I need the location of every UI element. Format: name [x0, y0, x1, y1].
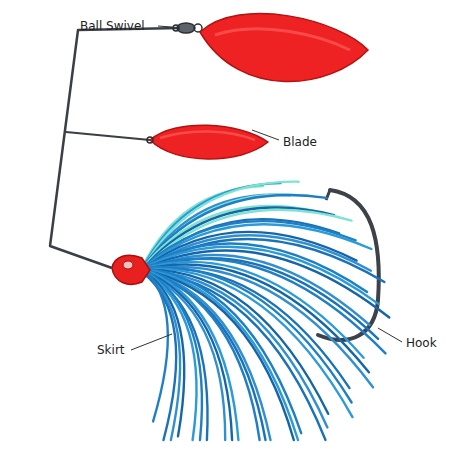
small-blade — [150, 125, 268, 159]
large-blade — [200, 13, 368, 81]
lure-head — [112, 255, 150, 284]
part-label: Hook — [406, 336, 437, 350]
leader-line — [158, 26, 172, 27]
small-blade-clevis — [66, 132, 150, 140]
skirt-strand — [142, 269, 298, 440]
skirt-strand — [142, 268, 260, 440]
skirt-strand — [142, 268, 202, 440]
leader-line — [378, 328, 402, 342]
ball-swivel — [173, 23, 202, 33]
skirt-strand — [142, 272, 176, 440]
skirt — [142, 182, 389, 440]
skirt-strand — [142, 272, 326, 440]
leader-line — [252, 130, 279, 140]
part-label: Skirt — [97, 343, 125, 357]
skirt-strand — [142, 269, 197, 440]
skirt-strand — [142, 269, 238, 440]
part-label: Ball Swivel — [80, 19, 145, 33]
skirt-strand — [142, 270, 294, 440]
skirt-strand — [142, 272, 266, 440]
leader-line — [131, 334, 172, 350]
part-label: Blade — [283, 135, 317, 149]
